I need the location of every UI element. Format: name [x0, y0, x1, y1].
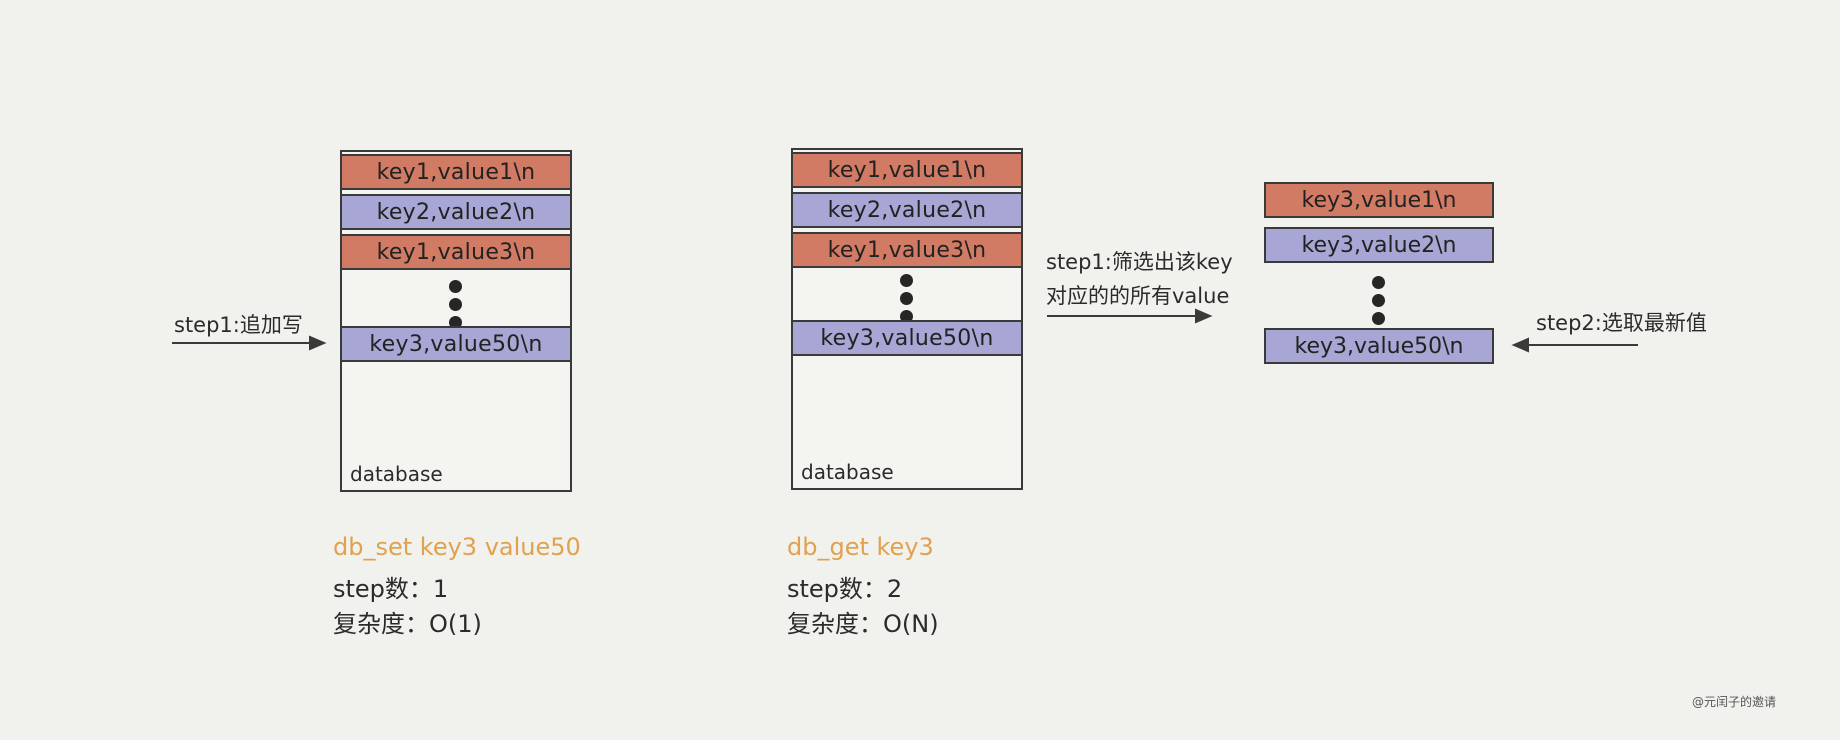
left-database: key1,value1\n key2,value2\n key1,value3\…: [340, 150, 572, 492]
middle-row-key2-value2: key2,value2\n: [793, 192, 1021, 228]
left-row-key1-value1: key1,value1\n: [342, 154, 570, 190]
middle-row-key1-value1: key1,value1\n: [793, 152, 1021, 188]
middle-row-key1-value3: key1,value3\n: [793, 232, 1021, 268]
middle-arrow-label-line1: step1:筛选出该key: [1046, 250, 1233, 274]
middle-complexity: 复杂度：O(N): [787, 610, 939, 638]
middle-arrow-head: [1195, 308, 1213, 324]
right-row-key3-value50: key3,value50\n: [1264, 328, 1494, 364]
middle-arrow-label-line2: 对应的的所有value: [1046, 284, 1230, 308]
left-row-key2-value2: key2,value2\n: [342, 194, 570, 230]
left-arrow-head: [309, 335, 327, 351]
left-complexity: 复杂度：O(1): [333, 610, 482, 638]
middle-command: db_get key3: [787, 533, 934, 561]
left-arrow-label: step1:追加写: [174, 313, 303, 337]
middle-steps: step数：2: [787, 575, 903, 603]
right-row-key3-value1: key3,value1\n: [1264, 182, 1494, 218]
left-row-key3-value50: key3,value50\n: [342, 326, 570, 362]
right-ellipsis-dots: [1372, 276, 1386, 325]
left-steps: step数：1: [333, 575, 449, 603]
left-row-key1-value3: key1,value3\n: [342, 234, 570, 270]
right-arrow-label: step2:选取最新值: [1536, 311, 1707, 335]
middle-database-label: database: [801, 460, 894, 484]
middle-database: key1,value1\n key2,value2\n key1,value3\…: [791, 148, 1023, 490]
left-command: db_set key3 value50: [333, 533, 581, 561]
watermark: @元闰子的邀请: [1692, 695, 1777, 709]
middle-ellipsis-dots: [900, 274, 914, 323]
left-database-label: database: [350, 462, 443, 486]
right-row-key3-value2: key3,value2\n: [1264, 227, 1494, 263]
middle-row-key3-value50: key3,value50\n: [793, 320, 1021, 356]
left-ellipsis-dots: [449, 280, 463, 329]
right-arrow-head: [1511, 337, 1529, 353]
